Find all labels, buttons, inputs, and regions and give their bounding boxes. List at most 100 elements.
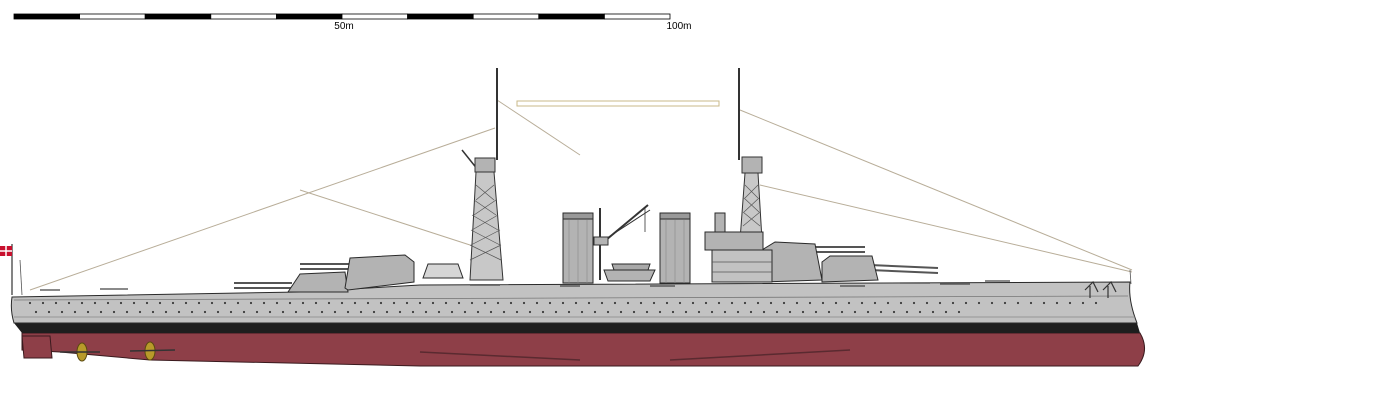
porthole [476,310,480,314]
porthole [905,310,909,314]
porthole [320,310,324,314]
porthole [327,301,331,305]
scale-bar-segment [604,13,671,20]
porthole [80,301,84,305]
porthole [307,310,311,314]
porthole [184,301,188,305]
porthole [333,310,337,314]
porthole [704,301,708,305]
porthole [710,310,714,314]
porthole [424,310,428,314]
porthole [450,310,454,314]
porthole [801,310,805,314]
porthole [788,310,792,314]
porthole [1016,301,1020,305]
porthole [346,310,350,314]
porthole [242,310,246,314]
scale-bar-segment [472,13,540,20]
porthole [119,301,123,305]
porthole [457,301,461,305]
porthole [366,301,370,305]
porthole [372,310,376,314]
porthole [164,310,168,314]
porthole [879,310,883,314]
porthole [892,310,896,314]
porthole [301,301,305,305]
porthole [405,301,409,305]
porthole [340,301,344,305]
porthole [171,301,175,305]
porthole [236,301,240,305]
porthole [145,301,149,305]
porthole [255,310,259,314]
porthole [411,310,415,314]
scale-bar: 50m 100m [13,13,692,32]
porthole [886,301,890,305]
porthole [1068,301,1072,305]
porthole [86,310,90,314]
porthole [691,301,695,305]
porthole [561,301,565,305]
porthole [645,310,649,314]
porthole [652,301,656,305]
porthole [639,301,643,305]
porthole [93,301,97,305]
porthole [314,301,318,305]
porthole [1094,301,1098,305]
porthole [756,301,760,305]
porthole [827,310,831,314]
scale-label-50m: 50m [334,21,353,32]
porthole [483,301,487,305]
scale-bar-segment [144,13,212,20]
porthole [957,310,961,314]
porthole [541,310,545,314]
porthole [509,301,513,305]
porthole [515,310,519,314]
porthole [502,310,506,314]
porthole [951,301,955,305]
scale-bar-segment [79,13,146,20]
porthole [1042,301,1046,305]
turret-aft [234,271,349,293]
scale-bar-segment [538,13,605,20]
porthole [281,310,285,314]
porthole [418,301,422,305]
porthole [795,301,799,305]
bilge-keels [419,349,851,361]
rudder [21,335,53,359]
porthole [34,310,38,314]
ship-boats [603,263,656,282]
porthole [580,310,584,314]
rigging [29,99,1133,291]
porthole [912,301,916,305]
funnel-forward [659,212,691,284]
portholes [28,301,1098,314]
porthole [54,301,58,305]
porthole [210,301,214,305]
porthole [437,310,441,314]
porthole [288,301,292,305]
porthole [132,301,136,305]
porthole [697,310,701,314]
porthole [229,310,233,314]
porthole [379,301,383,305]
scale-bar-segment [275,13,343,20]
porthole [678,301,682,305]
porthole [977,301,981,305]
porthole [925,301,929,305]
porthole [574,301,578,305]
porthole [392,301,396,305]
porthole [1081,301,1085,305]
porthole [944,310,948,314]
porthole [522,301,526,305]
foremast [738,68,763,241]
porthole [190,310,194,314]
porthole [847,301,851,305]
porthole [489,310,493,314]
porthole [444,301,448,305]
porthole [619,310,623,314]
scale-bar-segment [407,13,474,20]
porthole [600,301,604,305]
boat-crane [593,204,651,280]
